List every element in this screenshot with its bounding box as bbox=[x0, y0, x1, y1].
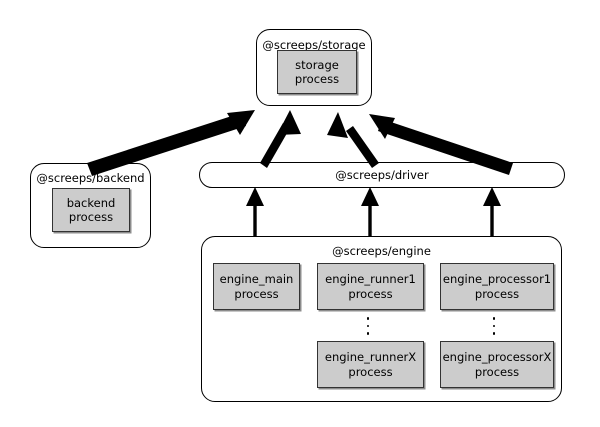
ellipsis-processor-icon bbox=[491, 317, 497, 335]
package-storage-label: @screeps/storage bbox=[262, 38, 366, 52]
process-engine-processorX-line1: engine_processorX bbox=[442, 350, 552, 364]
process-backend[interactable]: backend process bbox=[52, 188, 130, 232]
process-engine-processorX[interactable]: engine_processorX process bbox=[440, 341, 554, 388]
process-engine-runnerX[interactable]: engine_runnerX process bbox=[317, 341, 424, 388]
process-engine-processor1-line1: engine_processor1 bbox=[442, 272, 552, 286]
process-engine-processor1[interactable]: engine_processor1 process bbox=[440, 263, 554, 310]
package-backend-label: @screeps/backend bbox=[36, 171, 145, 185]
process-storage-line2: process bbox=[294, 72, 340, 86]
arrow-engine-runner-to-driver bbox=[361, 187, 379, 236]
process-engine-runner1[interactable]: engine_runner1 process bbox=[317, 263, 424, 310]
process-storage[interactable]: storage process bbox=[277, 50, 357, 94]
process-engine-main-line2: process bbox=[234, 286, 279, 301]
arrow-engine-processor-to-driver bbox=[483, 187, 501, 236]
arrow-engine-main-to-driver bbox=[246, 187, 264, 236]
process-engine-processorX-line2: process bbox=[474, 364, 520, 379]
process-engine-runner1-line2: process bbox=[348, 286, 393, 301]
ellipsis-runner-icon bbox=[365, 317, 371, 335]
package-driver-label: @screeps/driver bbox=[335, 168, 429, 182]
process-engine-main-line1: engine_main bbox=[219, 272, 294, 286]
process-engine-runnerX-line2: process bbox=[348, 364, 393, 379]
process-engine-main[interactable]: engine_main process bbox=[213, 263, 300, 310]
process-storage-line1: storage bbox=[295, 57, 339, 72]
arrow-driver-to-storage-left bbox=[260, 110, 301, 168]
arrow-driver-to-storage-center bbox=[327, 112, 379, 168]
process-backend-line1: backend bbox=[66, 195, 116, 210]
process-engine-runner1-line1: engine_runner1 bbox=[325, 272, 416, 286]
package-driver[interactable]: @screeps/driver bbox=[199, 162, 565, 188]
process-engine-processor1-line2: process bbox=[474, 286, 520, 301]
process-engine-runnerX-line1: engine_runnerX bbox=[324, 350, 417, 364]
process-backend-line2: process bbox=[68, 210, 114, 224]
package-engine-label: @screeps/engine bbox=[332, 244, 431, 258]
